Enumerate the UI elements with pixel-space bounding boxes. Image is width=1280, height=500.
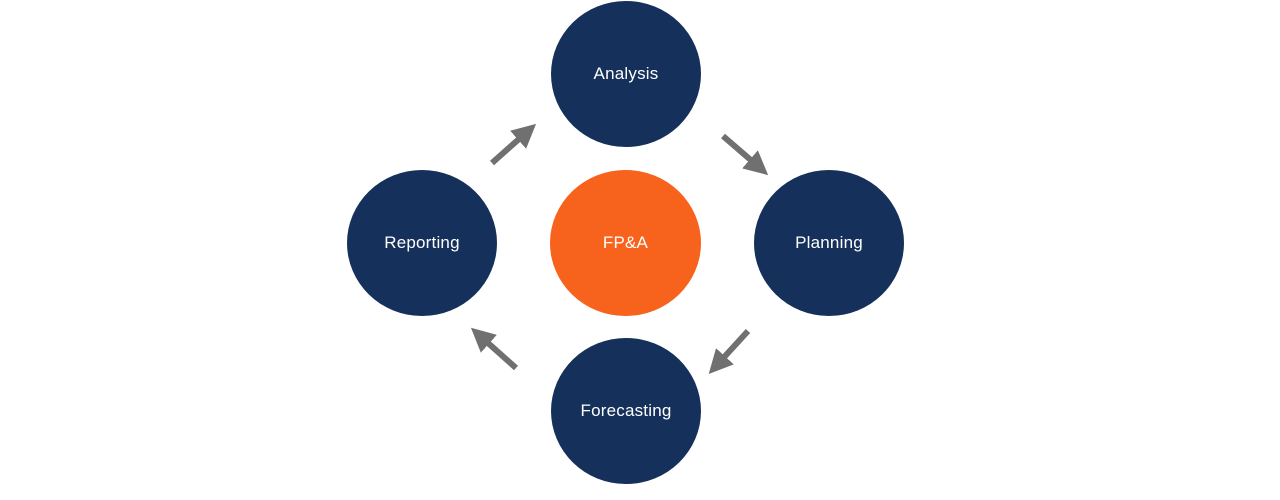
node-analysis: Analysis: [551, 1, 701, 147]
node-fpa-label: FP&A: [602, 233, 649, 252]
arrow-planning-to-forecasting: [708, 328, 751, 374]
arrow-forecasting-to-reporting: [470, 327, 518, 371]
node-reporting: Reporting: [347, 170, 497, 316]
node-fpa-center: FP&A: [550, 170, 701, 316]
node-forecasting-label: Forecasting: [580, 401, 672, 420]
node-planning-label: Planning: [795, 233, 863, 252]
node-reporting-label: Reporting: [384, 233, 460, 252]
node-analysis-label: Analysis: [593, 64, 659, 83]
node-forecasting: Forecasting: [551, 338, 701, 484]
node-planning: Planning: [754, 170, 904, 316]
arrow-reporting-to-analysis: [490, 123, 537, 166]
arrow-analysis-to-planning: [721, 133, 769, 176]
